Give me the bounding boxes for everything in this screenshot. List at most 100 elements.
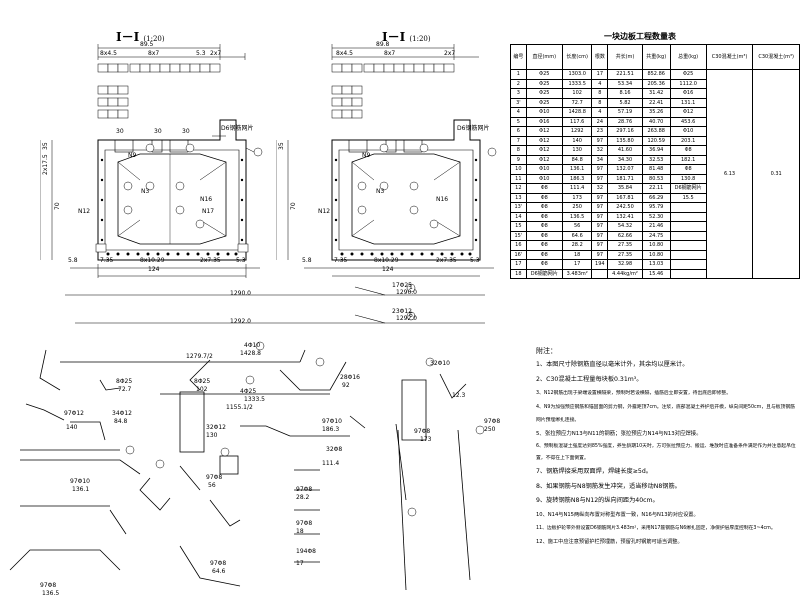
table-cell: 64.6 [561, 230, 593, 241]
table-cell: Φ8 [525, 230, 563, 241]
sec1-label-n16: N16 [200, 196, 213, 203]
sec2-label-n3: N3 [376, 188, 385, 195]
bar-n8-len: 130 [206, 432, 218, 439]
table-cell: 27.35 [607, 240, 643, 251]
table-cell: 95.79 [641, 202, 671, 213]
bar-n3p-len: 72.7 [118, 386, 132, 393]
table-cell: 5 [510, 116, 527, 127]
table-cell-total: Φ25 [669, 69, 707, 80]
bar-n4-code: 4Φ25 [240, 388, 257, 395]
table-cell-total: 1112.0 [669, 78, 707, 89]
bar-n17-len: 17 [296, 560, 304, 567]
table-cell-concrete: 6.13 [705, 69, 754, 279]
table-cell: 111.4 [561, 183, 593, 194]
table-cell: 66.29 [641, 192, 671, 203]
sec2-dim-top3: 8x7 [384, 50, 396, 57]
table-cell: 97 [591, 164, 609, 175]
bar-n10-len: 136.1 [72, 486, 90, 493]
table-cell: 1292 [561, 126, 593, 137]
bar-n3p-code: 8Φ25 [116, 378, 133, 385]
table-cell: Φ8 [525, 259, 563, 270]
note-item: 1、本图尺寸除钢筋直径以毫米计外，其余均以厘米计。 [536, 361, 689, 369]
table-cell-total: 15.5 [669, 192, 707, 203]
bar-n13p-code: 97Φ8 [484, 418, 501, 425]
cross-section-drawing-1 [40, 44, 263, 278]
table-cell: Φ25 [525, 69, 563, 80]
table-cell: Φ10 [525, 164, 563, 175]
table-cell: 72.7 [561, 97, 593, 108]
table-cell: Φ8 [525, 183, 563, 194]
bar-n3-code: 8Φ25 [194, 378, 211, 385]
table-cell-concrete2: 0.31 [752, 69, 800, 279]
table-cell-total [669, 259, 707, 270]
table-header: C30混凝土(m³) [752, 44, 800, 70]
notes-block: 附注： 1、本图尺寸除钢筋直径以毫米计外，其余均以厘米计。 2、C30混凝土工程… [536, 344, 798, 549]
table-cell: 97 [591, 173, 609, 184]
long-bar-lines [65, 283, 485, 324]
sec1-dim-30a: 30 [116, 128, 124, 135]
table-cell: 3.483m² [561, 268, 593, 279]
bar-small-code: 32Φ10 [430, 360, 450, 367]
table-cell: 205.36 [641, 78, 671, 89]
table-cell: 18 [561, 249, 593, 260]
table-cell: 4 [591, 107, 609, 118]
table-cell: 132.07 [607, 164, 643, 175]
bar-n12-len: 111.4 [322, 460, 340, 467]
table-cell: 35.26 [641, 107, 671, 118]
table-cell: 263.88 [641, 126, 671, 137]
bar-n15p-code: 97Φ8 [210, 560, 227, 567]
table-cell: Φ16 [525, 116, 563, 127]
table-cell: 181.71 [607, 173, 643, 184]
table-cell: Φ8 [525, 192, 563, 203]
sec2-dim-left-70: 70 [290, 202, 297, 210]
table-cell: 186.3 [561, 173, 593, 184]
table-cell: 28.76 [607, 116, 643, 127]
sec2-dim-top: 89.8 [376, 41, 390, 48]
bar-n7-code: 97Φ12 [64, 410, 84, 417]
table-cell: 62.66 [607, 230, 643, 241]
table-cell: 10.80 [641, 249, 671, 260]
table-cell: 10 [510, 164, 527, 175]
table-cell-total: Φ10 [669, 126, 707, 137]
table-cell: Φ12 [525, 154, 563, 165]
table-cell: 18 [510, 268, 527, 279]
table-cell: 135.80 [607, 135, 643, 146]
sec2-dim-total: 124 [382, 266, 394, 273]
table-cell: 4 [510, 107, 527, 118]
table-cell-total: Φ8 [669, 145, 707, 156]
sec1-dim-bottom-b: 7.35 [100, 257, 114, 264]
table-cell: 12 [510, 183, 527, 194]
sec2-dim-top5: 2x7 [444, 50, 456, 57]
long-bar-2-num: 6 [409, 312, 413, 319]
note-item: 11、边板护轮带外侧设置D6钢筋网片3.483m²，采用N17箍钢筋与N6绑扎固… [536, 525, 776, 531]
sec1-dim-top: 89.5 [140, 41, 154, 48]
bar-n5-code: 28Φ16 [340, 374, 360, 381]
sec1-dim-left-35: 35 [42, 142, 49, 150]
table-cell: 6 [510, 126, 527, 137]
bar-n16p-len: 18 [296, 528, 304, 535]
table-cell: Φ25 [525, 97, 563, 108]
bar-n8-code: 32Φ12 [206, 424, 226, 431]
bar-n4-len: 1333.5 [244, 396, 265, 403]
bar-n9-len: 84.8 [114, 418, 128, 425]
table-cell: 13.03 [641, 259, 671, 270]
sec2-label-n9: N9 [362, 152, 371, 159]
table-cell: 53.34 [607, 78, 643, 89]
table-cell: 8 [510, 145, 527, 156]
table-cell-total: 131.1 [669, 97, 707, 108]
note-item: 12、施工中应注意预留护栏预埋筋，预留孔时钢筋可适当调整。 [536, 538, 683, 545]
table-cell-total: 203.1 [669, 135, 707, 146]
table-cell: 97 [591, 192, 609, 203]
bar-n13-code: 97Φ8 [414, 428, 431, 435]
table-cell-total [669, 202, 707, 213]
table-cell: 8 [591, 97, 609, 108]
table-cell: 3 [510, 88, 527, 99]
table-cell: 5.82 [607, 97, 643, 108]
long-bar-1-code: 17Φ25 [392, 282, 412, 289]
table-cell-total [669, 230, 707, 241]
bar-n3-len: 102 [196, 386, 208, 393]
table-cell: 194 [591, 259, 609, 270]
